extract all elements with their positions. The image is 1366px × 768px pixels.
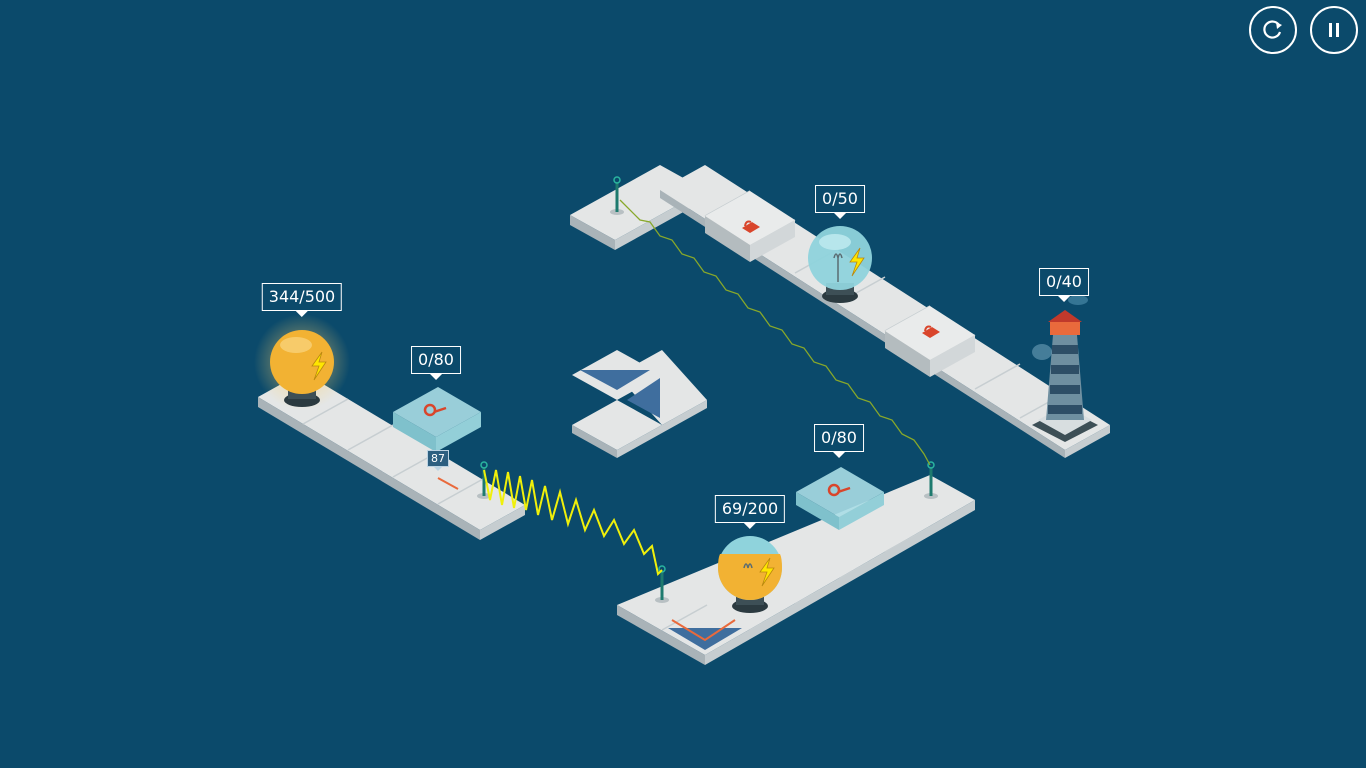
lightning-icon xyxy=(759,557,775,587)
bulb-top-left[interactable] xyxy=(254,314,350,410)
lock-block-2[interactable] xyxy=(885,306,975,377)
antenna-right[interactable] xyxy=(924,461,938,499)
key-icon xyxy=(423,403,447,417)
lock-block-1[interactable] xyxy=(705,191,795,262)
restart-button[interactable] xyxy=(1249,6,1297,54)
antenna-bottom[interactable] xyxy=(655,565,669,603)
pause-button[interactable] xyxy=(1310,6,1358,54)
bottom-platform xyxy=(617,475,975,665)
counter-key-pad-left: 0/80 xyxy=(411,346,461,380)
pause-icon xyxy=(1329,23,1339,37)
key-icon xyxy=(827,483,851,497)
antenna-top[interactable] xyxy=(610,176,624,215)
restart-icon xyxy=(1263,20,1282,39)
counter-lighthouse: 0/40 xyxy=(1039,268,1089,302)
key-pad-left[interactable] xyxy=(393,387,481,452)
lightning-icon xyxy=(849,247,865,277)
bulb-top-right[interactable] xyxy=(808,226,872,303)
lighthouse[interactable] xyxy=(1032,295,1098,442)
mirror-triangle-1 xyxy=(580,370,650,390)
emitter-value-badge: 87 xyxy=(427,450,449,471)
counter-key-pad-right: 0/80 xyxy=(814,424,864,458)
counter-bulb-bottom: 69/200 xyxy=(714,495,786,529)
lock-icon xyxy=(742,220,760,233)
signal-wave-strong xyxy=(483,469,663,577)
key-pad-right[interactable] xyxy=(796,467,884,530)
counter-bulb-top-right: 0/50 xyxy=(815,185,865,219)
signal-wave-weak xyxy=(619,199,931,466)
bulb-bottom[interactable] xyxy=(718,536,782,613)
lock-icon xyxy=(922,325,940,338)
lightning-icon xyxy=(311,351,327,381)
counter-bulb-top-left: 344/500 xyxy=(261,283,343,317)
mirror-tiles[interactable] xyxy=(572,350,707,458)
mirror-triangle-2 xyxy=(627,378,660,418)
left-platform xyxy=(258,372,525,540)
emitter-beam xyxy=(437,477,459,490)
